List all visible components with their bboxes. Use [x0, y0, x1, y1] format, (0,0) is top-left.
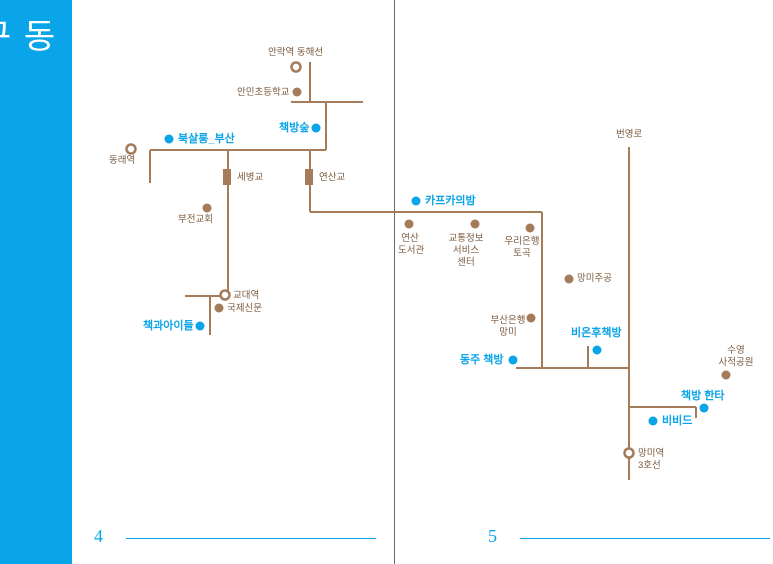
busan-bank-marker [526, 313, 536, 323]
mangmi-jugong-marker [564, 274, 574, 284]
bookbang-forest-marker [311, 123, 321, 133]
hanta-label: 책방 한타 [681, 390, 725, 402]
anmin-school-marker [292, 87, 302, 97]
bieunhu-marker [592, 345, 602, 355]
univ-station-label: 교대역 [233, 290, 260, 301]
kafka-night-label: 카프카의밤 [425, 195, 476, 207]
anmin-school-label: 안민초등학교 [237, 87, 290, 98]
mangmi-jugong-label: 망미주공 [577, 273, 612, 284]
section-tab: 동구 [0, 0, 72, 564]
suyeong-park-marker [721, 370, 731, 380]
beonyeong-ro-label: 번영로 [616, 129, 643, 140]
bujeon-church-marker [202, 203, 212, 213]
footer-rule-right [520, 538, 770, 539]
page-number-left: 4 [94, 526, 103, 546]
kookje-news-marker [214, 303, 224, 313]
univ-station-marker [219, 289, 231, 301]
page-gutter [394, 0, 395, 564]
footer-rule-left [126, 538, 376, 539]
vivid-marker [648, 416, 658, 426]
dongju-label: 동주 책방 [460, 354, 504, 366]
dongnae-station-label: 동래역 [109, 155, 136, 166]
buksallong-label: 북살롱_부산 [178, 133, 235, 145]
sebyeong-bridge-marker [223, 169, 231, 185]
dongju-marker [508, 355, 518, 365]
yeonsan-library-marker [404, 219, 414, 229]
woori-bank-marker [525, 223, 535, 233]
book-kids-marker [195, 321, 205, 331]
page-number-right: 5 [488, 526, 497, 546]
bujeon-church-label: 부전교회 [178, 214, 213, 225]
buksallong-marker [164, 134, 174, 144]
yeonsan-bridge-marker [305, 169, 313, 185]
section-title: 동구 [0, 18, 55, 52]
sebyeong-bridge-label: 세병교 [237, 172, 264, 183]
bieunhu-label: 비온후책방 [571, 327, 622, 339]
hanta-marker [699, 403, 709, 413]
kookje-news-label: 국제신문 [227, 303, 262, 314]
kafka-night-marker [411, 196, 421, 206]
mangmi-station-marker [623, 447, 635, 459]
dongnae-station-marker [125, 143, 137, 155]
anrak-station-label: 안락역 동해선 [268, 47, 324, 58]
bookbang-forest-label: 책방숲 [279, 122, 310, 134]
book-kids-label: 책과아이들 [143, 320, 194, 332]
anrak-station-marker [290, 61, 302, 73]
yeonsan-bridge-label: 연산교 [319, 172, 346, 183]
traffic-center-marker [470, 219, 480, 229]
vivid-label: 비비드 [662, 415, 693, 427]
